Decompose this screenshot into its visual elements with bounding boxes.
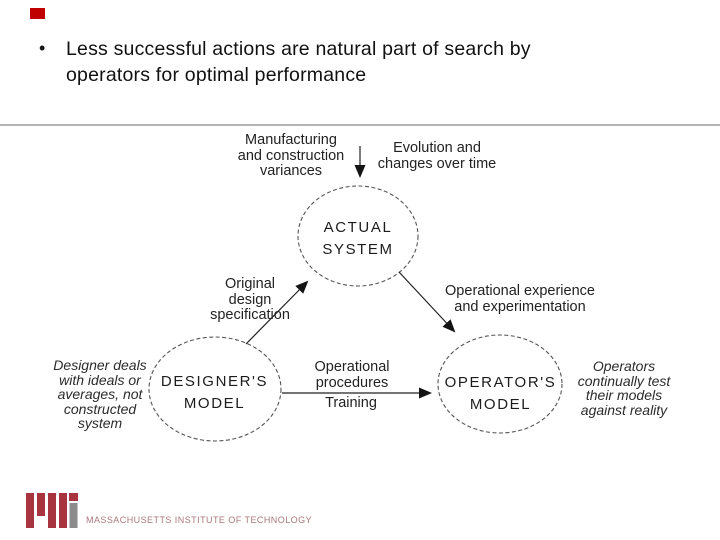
label-operators-test: Operators continually test their models …: [577, 358, 671, 418]
label-training: Training: [325, 395, 377, 411]
slide-title: Less successful actions are natural part…: [66, 38, 531, 86]
mit-logo-bar: [48, 493, 56, 528]
node-operators-model: OPERATOR'S MODEL: [444, 374, 557, 413]
accent-bar: [30, 8, 45, 19]
label-operational-procedures: Operational procedures: [314, 359, 390, 391]
label-original-design-specification: Original design specification: [210, 276, 290, 323]
node-designers-model: DESIGNER'S MODEL: [160, 373, 269, 412]
mit-logo: [26, 493, 78, 528]
label-designer-deals: Designer deals with ideals or averages, …: [53, 357, 147, 431]
mit-logo-bar: [26, 493, 34, 528]
bullet-marker: •: [39, 38, 46, 58]
divider-line: [0, 124, 720, 126]
mit-logo-t-stem: [69, 503, 78, 528]
node-actual-system: ACTUAL SYSTEM: [322, 219, 394, 258]
arrow-actual-to-operator: [398, 271, 456, 333]
mit-logo-bar: [37, 493, 45, 516]
mit-logo-bar: [59, 493, 67, 528]
system-models-diagram: Manufacturing and construction variances…: [0, 126, 720, 486]
mit-logo-t-cap: [69, 493, 78, 501]
diagram-shapes: [148, 146, 563, 442]
actual-system-circle: [297, 185, 419, 287]
label-operational-experience: Operational experience and experimentati…: [445, 283, 595, 315]
arrow-designer-to-actual: [245, 280, 309, 345]
designers-model-circle: [148, 336, 282, 442]
footer: MASSACHUSETTS INSTITUTE OF TECHNOLOGY: [0, 480, 720, 540]
label-manufacturing-variances: Manufacturing and construction variances: [237, 132, 345, 179]
institution-wordmark: MASSACHUSETTS INSTITUTE OF TECHNOLOGY: [86, 515, 313, 525]
label-evolution-changes: Evolution and changes over time: [377, 140, 497, 172]
operators-model-circle: [437, 334, 563, 434]
